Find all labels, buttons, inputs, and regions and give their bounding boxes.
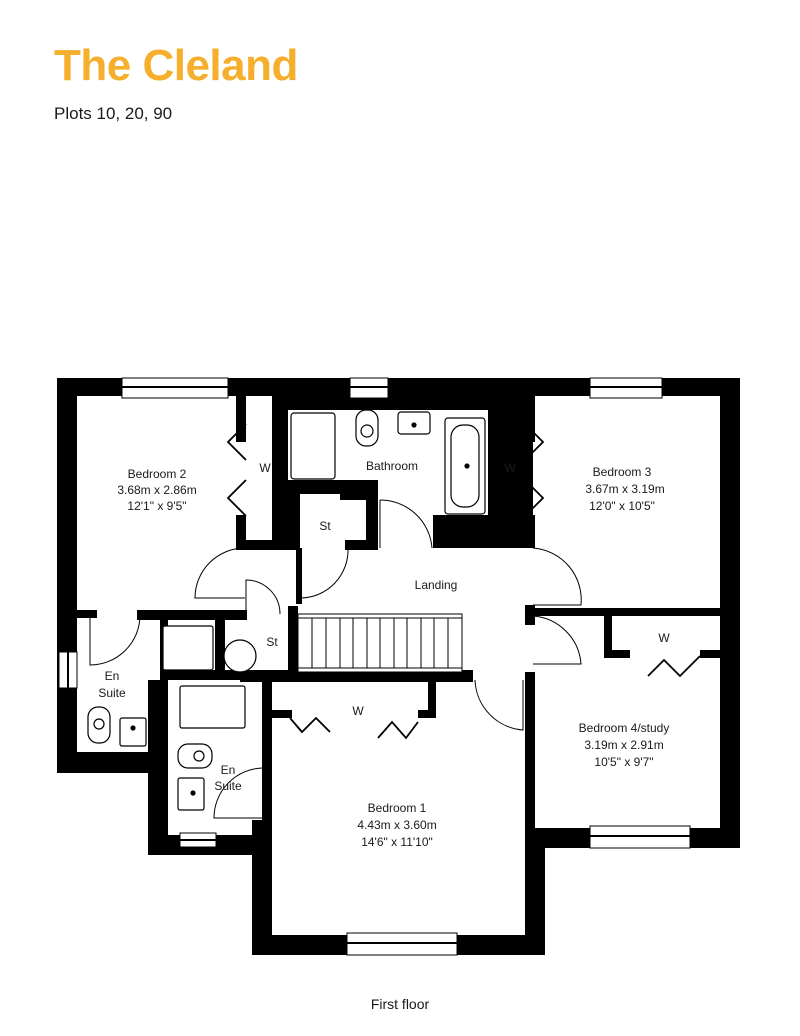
bedroom4-metric: 3.19m x 2.91m <box>584 738 663 752</box>
wardrobe-doors <box>226 423 701 740</box>
bedroom3-name: Bedroom 3 <box>593 465 652 479</box>
bedroom1-imperial: 14'6" x 11'10" <box>361 835 433 849</box>
bedroom2-metric: 3.68m x 2.86m <box>117 483 196 497</box>
plots-subtitle: Plots 10, 20, 90 <box>54 104 173 123</box>
windows <box>58 377 691 956</box>
ensuite2-line2: Suite <box>214 779 242 793</box>
landing-name: Landing <box>415 578 458 592</box>
floor-label: First floor <box>370 996 430 1012</box>
staircase <box>297 613 463 673</box>
bedroom1-name: Bedroom 1 <box>368 801 427 815</box>
wardrobe-label: W <box>352 704 364 718</box>
bedroom3-imperial: 12'0" x 10'5" <box>589 499 655 513</box>
ensuite2-line1: En <box>221 763 236 777</box>
fixtures <box>87 409 486 811</box>
ensuite1-line2: Suite <box>98 686 126 700</box>
page-title: The Cleland <box>54 41 298 90</box>
bedroom2-imperial: 12'1" x 9'5" <box>127 499 186 513</box>
bedroom2-name: Bedroom 2 <box>128 467 187 481</box>
wardrobe-label: W <box>259 461 271 475</box>
wardrobe-label: W <box>504 461 516 475</box>
store2-name: St <box>266 635 278 649</box>
ensuite1-line1: En <box>105 669 120 683</box>
store1-name: St <box>319 519 331 533</box>
bathroom-name: Bathroom <box>366 459 418 473</box>
bedroom3-metric: 3.67m x 3.19m <box>585 482 664 496</box>
bedroom4-name: Bedroom 4/study <box>579 721 670 735</box>
door-swings <box>89 499 582 819</box>
bedroom4-imperial: 10'5" x 9'7" <box>594 755 653 769</box>
bedroom1-metric: 4.43m x 3.60m <box>357 818 436 832</box>
wardrobe-label: W <box>658 631 670 645</box>
